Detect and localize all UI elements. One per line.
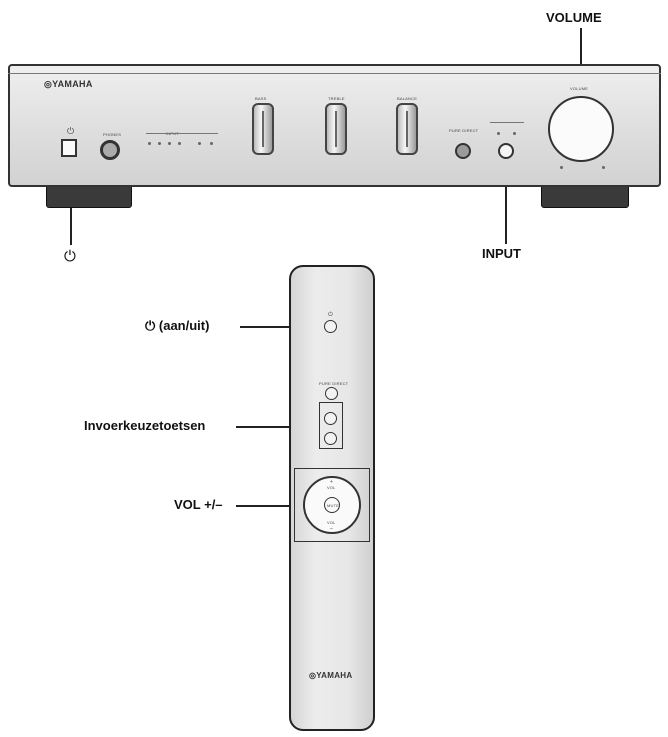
remote-vol-down-button[interactable]: VOL (327, 520, 336, 525)
amp-input-select-line (490, 122, 524, 123)
remote-input-button[interactable] (324, 412, 337, 425)
remote-brand-logo: ◎YAMAHA (309, 671, 352, 680)
volume-callout: VOLUME (546, 10, 602, 25)
volume-leader (580, 28, 582, 82)
remote-pure-direct-button[interactable] (325, 387, 338, 400)
amp-input-button[interactable] (498, 143, 514, 159)
vol-callout: VOL +/– (174, 497, 223, 512)
amp-treble-knob[interactable] (325, 103, 347, 155)
amp-foot-right (541, 184, 629, 208)
amp-foot-left (46, 184, 132, 208)
amp-input-led (158, 142, 161, 145)
remote-mute-button[interactable] (324, 497, 340, 513)
amp-brand-logo: ◎YAMAHA (44, 79, 93, 90)
input-select-leader (236, 426, 320, 428)
amp-pure-direct-button[interactable] (455, 143, 471, 159)
remote-volume-frame (294, 468, 370, 542)
remote-input-button[interactable] (324, 432, 337, 445)
amp-input-led (178, 142, 181, 145)
amp-volume-label: VOLUME (570, 86, 589, 91)
amp-volume-knob[interactable] (548, 96, 614, 162)
amp-input-led (198, 142, 201, 145)
amp-input-select-led (513, 132, 516, 135)
remote-pure-direct-label: PURE DIRECT (319, 381, 349, 386)
amp-logo-mark: ◎ (44, 79, 53, 89)
input-callout: INPUT (482, 246, 521, 261)
remote-mute-label: MUTE (327, 503, 340, 508)
amp-power-button[interactable] (61, 139, 77, 157)
remote-input-select-frame (319, 402, 343, 449)
amp-pure-direct-label: PURE DIRECT (449, 128, 479, 133)
power-label-callout: ⏻ (aan/uit) (145, 318, 210, 333)
amp-top-edge (8, 64, 661, 74)
remote-brand: YAMAHA (316, 671, 353, 680)
amp-balance-knob[interactable] (396, 103, 418, 155)
vol-leader (236, 505, 294, 507)
amp-input-select-led (497, 132, 500, 135)
input-leader (505, 158, 507, 244)
power-label-leader (240, 326, 318, 328)
remote-vol-up-button[interactable]: VOL (327, 485, 336, 490)
amp-bass-knob[interactable] (252, 103, 274, 155)
amp-brand: YAMAHA (52, 79, 93, 89)
remote-logo-mark: ◎ (309, 671, 317, 680)
amp-volume-marker (602, 166, 605, 169)
remote-vol-minus: – (330, 526, 333, 532)
amp-input-led (210, 142, 213, 145)
amp-treble-label: TREBLE (328, 96, 345, 101)
amp-input-led (168, 142, 171, 145)
amp-input-led (148, 142, 151, 145)
amp-power-symbol: ⏻ (67, 126, 75, 136)
amp-input-group-line (146, 133, 218, 134)
amp-phones-label: PHONES (103, 132, 122, 137)
remote-vol-plus: + (330, 479, 334, 485)
amp-phones-jack[interactable] (100, 140, 120, 160)
amp-balance-label: BALANCE (397, 96, 418, 101)
power-symbol-callout: ⏻ (64, 248, 76, 265)
amp-volume-marker (560, 166, 563, 169)
amp-bass-label: BASS (255, 96, 267, 101)
input-select-callout: Invoerkeuzetoetsen (84, 418, 206, 433)
remote-power-symbol: ⏻ (328, 312, 333, 318)
remote-power-button[interactable] (324, 320, 337, 333)
